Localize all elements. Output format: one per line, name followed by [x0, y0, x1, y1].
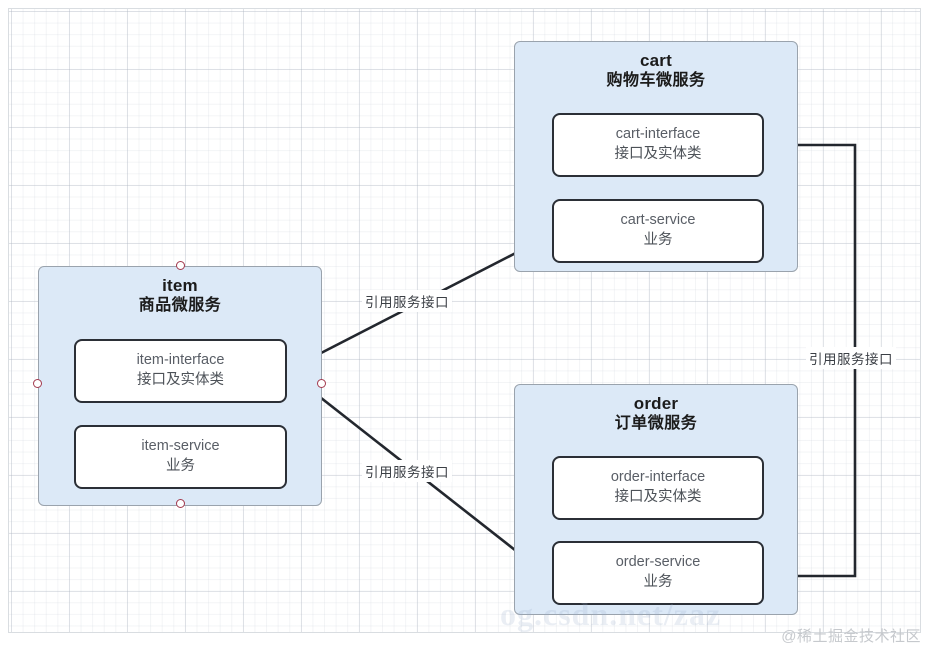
module-item-interface[interactable]: item-interface 接口及实体类 [74, 339, 287, 403]
module-order-service-en: order-service [615, 554, 701, 571]
handle-item-left[interactable] [33, 379, 42, 388]
group-order-title-en: order [633, 394, 679, 413]
edge-label-cart-to-order[interactable]: 引用服务接口 [806, 347, 896, 369]
module-item-interface-en: item-interface [136, 352, 225, 369]
module-order-service-cn: 业务 [643, 574, 673, 590]
module-cart-interface[interactable]: cart-interface 接口及实体类 [552, 113, 764, 177]
group-item-title-en: item [162, 276, 198, 295]
module-order-interface[interactable]: order-interface 接口及实体类 [552, 456, 764, 520]
group-order-title: order 订单微服务 [515, 393, 797, 434]
edge-label-item-to-order[interactable]: 引用服务接口 [362, 460, 452, 482]
group-item[interactable]: item 商品微服务 item-interface 接口及实体类 item-se… [38, 266, 322, 506]
module-cart-service-en: cart-service [620, 212, 696, 229]
group-order-title-cn: 订单微服务 [614, 415, 698, 433]
group-cart-title: cart 购物车微服务 [515, 50, 797, 91]
module-item-service-cn: 业务 [166, 458, 195, 474]
module-item-service-en: item-service [141, 438, 220, 455]
module-order-service[interactable]: order-service 业务 [552, 541, 764, 605]
watermark-csdn: og.csdn.net/zaz [500, 596, 722, 632]
group-order[interactable]: order 订单微服务 order-interface 接口及实体类 order… [514, 384, 798, 615]
group-cart[interactable]: cart 购物车微服务 cart-interface 接口及实体类 cart-s… [514, 41, 798, 272]
group-cart-title-en: cart [640, 51, 672, 70]
module-cart-service[interactable]: cart-service 业务 [552, 199, 764, 263]
handle-item-right[interactable] [317, 379, 326, 388]
module-cart-interface-cn: 接口及实体类 [614, 146, 702, 162]
handle-item-top[interactable] [176, 261, 185, 270]
module-cart-interface-en: cart-interface [615, 126, 701, 143]
module-order-interface-en: order-interface [610, 469, 706, 486]
module-item-service[interactable]: item-service 业务 [74, 425, 287, 489]
module-item-interface-cn: 接口及实体类 [137, 372, 224, 388]
group-item-title: item 商品微服务 [39, 275, 321, 316]
module-order-interface-cn: 接口及实体类 [614, 489, 702, 505]
group-cart-title-cn: 购物车微服务 [606, 72, 706, 90]
edge-label-item-to-cart[interactable]: 引用服务接口 [362, 290, 452, 312]
module-cart-service-cn: 业务 [643, 232, 673, 248]
handle-item-bottom[interactable] [176, 499, 185, 508]
watermark-brand: @稀土掘金技术社区 [781, 628, 921, 645]
group-item-title-cn: 商品微服务 [138, 297, 222, 315]
